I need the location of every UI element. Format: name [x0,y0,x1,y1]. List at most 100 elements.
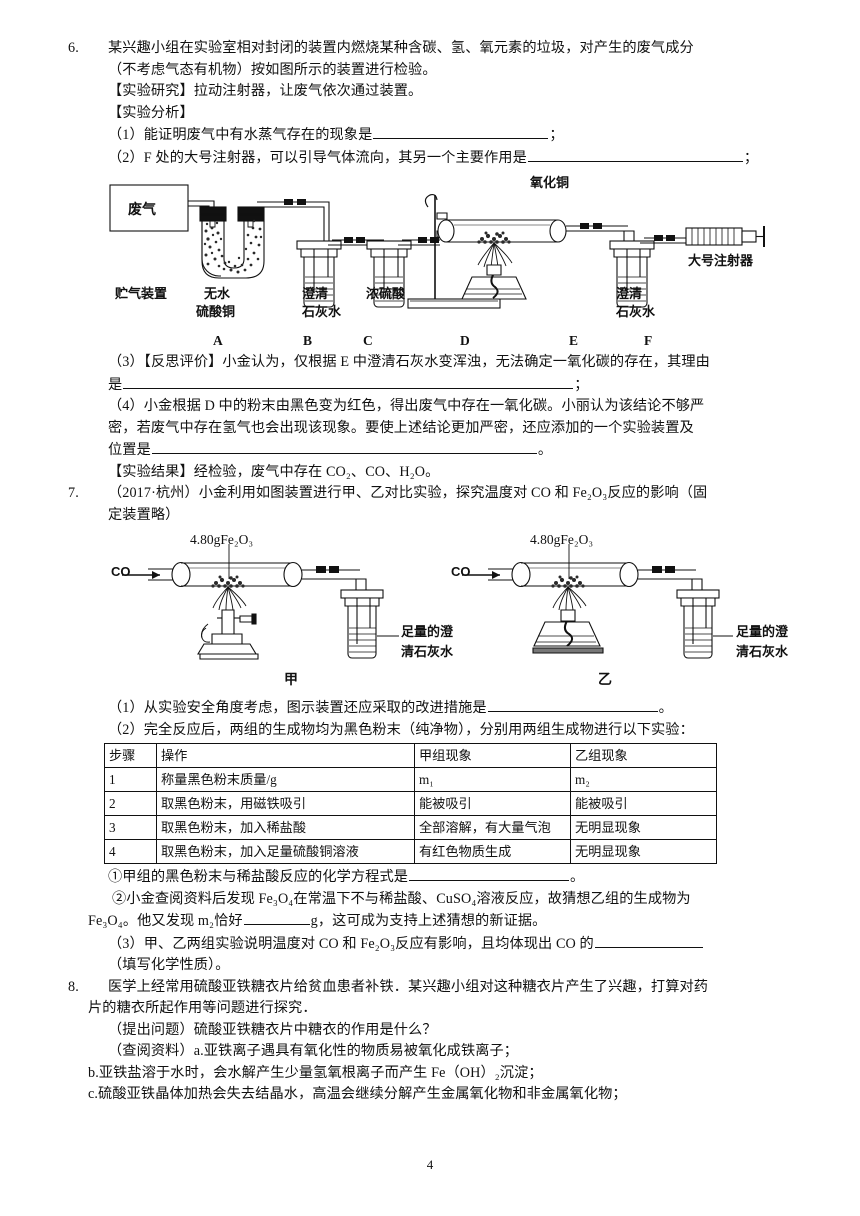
q6-part1: （1）能证明废气中有水蒸气存在的现象是 ； [88,124,778,147]
question-7: 7.（2017·杭州）小金利用如图装置进行甲、乙对比实验，探究温度对 CO 和 … [68,483,788,977]
device-letter-f: F [644,333,653,348]
q8-reference-b: b.亚铁盐溶于水时，会水解产生少量氢氧根离子而产生 Fe（OH）₂沉淀； [88,1064,543,1081]
device-e-caption-line2: 石灰水 [616,304,656,319]
q6-result-line: 【实验结果】经检验，废气中存在 CO₂、CO、H₂O。 [108,463,440,480]
copper-oxide-label: 氧化铜 [530,175,570,190]
q6-part2-tail: ； [743,149,759,166]
cell-operation: 取黑色粉末，加入足量硫酸铜溶液 [156,839,415,864]
limewater-label-right-line2: 清石灰水 [736,644,789,659]
q6-part2-answer-blank[interactable] [527,147,743,162]
limewater-label-left-line1: 足量的澄 [401,624,454,639]
q7-item2-line1: ②小金查阅资料后发现 Fe₃O₄在常温下不与稀盐酸、CuSO₄溶液反应，故猜想乙… [112,890,691,907]
q6-part3-line1: （3）【反思评价】小金认为，仅根据 E 中澄清石灰水变浑浊，无法确定一氧化碳的存… [108,354,710,370]
q8-reference-a: （查阅资料）a.亚铁离子遇具有氧化性的物质易被氧化成铁离子； [108,1043,519,1059]
page-number: 4 [426,1157,434,1172]
q8-reference-c: c.硫酸亚铁晶体加热会失去结晶水，高温会继续分解产生金属氧化物和非金属氧化物； [88,1086,627,1102]
q8-stem-line1: 8. 医学上经常用硫酸亚铁糖衣片给贫血患者补铁．某兴趣小组对这种糖衣片产生了兴趣，… [68,977,778,999]
q6-stem-line2: （不考虑气态有机物）按如图所示的装置进行检验。 [108,61,437,78]
q8-stem-text1: 医学上经常用硫酸亚铁糖衣片给贫血患者补铁．某兴趣小组对这种糖衣片产生了兴趣，打算… [108,978,709,995]
device-c-caption: 浓硫酸 [366,286,406,301]
q7-number: 7. [68,485,79,501]
q6-part3-tail: ； [574,376,589,393]
q6-apparatus-figure: 废气 氧化铜 大号注射器 贮气装置 无水 硫酸铜 澄清 石灰水 浓硫酸 澄清 石… [88,173,778,333]
q6-part1-text: （1）能证明废气中有水蒸气存在的现象是 [108,127,373,143]
q6-part4-answer-blank[interactable] [151,439,537,454]
q6-part1-answer-blank[interactable] [373,124,549,139]
device-a-caption-line1: 无水 [204,286,231,301]
sample-mass-label-left: 4.80gFe₂O₃ [190,532,254,547]
q6-part2: （2）F 处的大号注射器，可以引导气体流向，其另一个主要作用是； [88,147,778,170]
device-a-caption-line2: 硫酸铜 [196,304,236,319]
device-letter-b: B [303,333,313,348]
device-letter-d: D [460,333,470,348]
q6-stem-line1: 6. 某兴趣小组在实验室相对封闭的装置内燃烧某种含碳、氢、氧元素的垃圾，对产生的废… [68,38,778,60]
table-header-group-yi: 乙组现象 [570,743,717,768]
q7-part1-text: （1）从实验安全角度考虑，图示装置还应采取的改进措施是 [108,700,487,716]
cell-jia: 全部溶解，有大量气泡 [414,815,571,840]
q8-number: 8. [68,978,79,995]
q7-part2: （2）完全反应后，两组的生成物均为黑色粉末（纯净物），分别用两组生成物进行以下实… [108,721,694,738]
q6-part3-text2: 是 [108,376,123,393]
q7-item2-text2b: g，这可成为支持上述猜想的新证据。 [310,913,547,929]
cell-step: 2 [104,791,157,816]
q7-item1: ①甲组的黑色粉末与稀盐酸反应的化学方程式是。 [88,866,778,889]
cell-step: 4 [104,839,157,864]
setup-name-right: 乙 [598,671,612,687]
q7-stem-line1: 7.（2017·杭州）小金利用如图装置进行甲、乙对比实验，探究温度对 CO 和 … [68,483,778,505]
q6-device-letters-row: A B C D E F [88,333,778,352]
table-row: 2 取黑色粉末，用磁铁吸引 能被吸引 能被吸引 [104,791,717,816]
cell-yi: 无明显现象 [570,815,717,840]
q6-apparatus-svg: 废气 [109,184,765,309]
q7-part1-tail: 。 [658,700,673,716]
q6-stem-text1: 某兴趣小组在实验室相对封闭的装置内燃烧某种含碳、氢、氧元素的垃圾，对产生的废气成… [108,40,694,56]
device-letter-e: E [569,333,579,348]
q8-stem-line2: 片的糖衣所起作用等问题进行探究． [88,1000,317,1016]
q7-part3-answer-blank[interactable] [594,933,703,948]
q6-number: 6. [68,40,79,56]
q7-item2-answer-blank[interactable] [243,910,310,925]
cell-operation: 取黑色粉末，用磁铁吸引 [156,791,415,816]
q7-apparatus-svg [122,544,733,660]
experiment-table: 步骤 操作 甲组现象 乙组现象 1 称量黑色粉末质量/g m₁ m₂ 2 取黑色… [104,743,717,864]
limewater-label-left-line2: 清石灰水 [401,644,454,659]
cell-jia: 有红色物质生成 [414,839,571,864]
q7-item1-answer-blank[interactable] [409,866,570,881]
table-header-group-jia: 甲组现象 [414,743,571,768]
cell-jia: m₁ [414,767,571,792]
device-b-caption-line1: 澄清 [302,286,329,301]
q6-part4-line2: 密，若废气中存在氢气也会出现该现象。要使上述结论更加严密，还应添加的一个实验装置… [108,419,694,436]
co-inlet-label-right: CO [451,564,471,579]
gas-storage-caption: 贮气装置 [115,286,168,301]
q6-part4-line3: 位置是 。 [88,439,778,462]
q6-part1-tail: ； [549,127,564,143]
q8-question-line: （提出问题）硫酸亚铁糖衣片中糖衣的作用是什么？ [108,1021,437,1038]
cell-operation: 称量黑色粉末质量/g [156,767,415,792]
table-header-row: 步骤 操作 甲组现象 乙组现象 [104,743,717,768]
q6-part4-tail: 。 [537,442,553,458]
q6-part3-answer-blank[interactable] [123,374,574,389]
co-inlet-label-left: CO [111,564,131,579]
limewater-label-right-line1: 足量的澄 [736,624,789,639]
table-row: 3 取黑色粉末，加入稀盐酸 全部溶解，有大量气泡 无明显现象 [104,815,717,840]
q7-item1-tail: 。 [570,869,585,885]
question-6: 6. 某兴趣小组在实验室相对封闭的装置内燃烧某种含碳、氢、氧元素的垃圾，对产生的废… [68,38,778,483]
cell-jia: 能被吸引 [414,791,571,816]
table-row: 4 取黑色粉末，加入足量硫酸铜溶液 有红色物质生成 无明显现象 [104,839,717,864]
q7-item2-text2a: Fe₃O₄。他又发现 m₂恰好 [88,913,243,929]
q7-part1: （1）从实验安全角度考虑，图示装置还应采取的改进措施是 。 [88,697,778,720]
device-letter-a: A [213,333,223,348]
q7-apparatus-figure: CO 4.80gFe₂O₃ 足量的澄 清石灰水 CO 4.80gFe₂O₃ 足量… [88,532,788,697]
q7-part3-line2: （填写化学性质）。 [108,957,230,973]
cell-yi: 能被吸引 [570,791,717,816]
page-content: 6. 某兴趣小组在实验室相对封闭的装置内燃烧某种含碳、氢、氧元素的垃圾，对产生的废… [68,38,788,1106]
sample-mass-label-right: 4.80gFe₂O₃ [530,532,594,547]
cell-yi: 无明显现象 [570,839,717,864]
q7-part3-text1: （3）甲、乙两组实验说明温度对 CO 和 Fe₂O₃反应有影响，且均体现出 CO… [108,935,594,952]
q7-part1-answer-blank[interactable] [487,697,658,712]
device-b-caption-line2: 石灰水 [302,304,342,319]
q6-research-label: 【实验研究】拉动注射器，让废气依次通过装置。 [108,83,423,99]
q6-part4-text3: 位置是 [108,442,151,458]
q7-stem-line2: 定装置略） [108,506,180,523]
device-letter-c: C [363,333,373,348]
